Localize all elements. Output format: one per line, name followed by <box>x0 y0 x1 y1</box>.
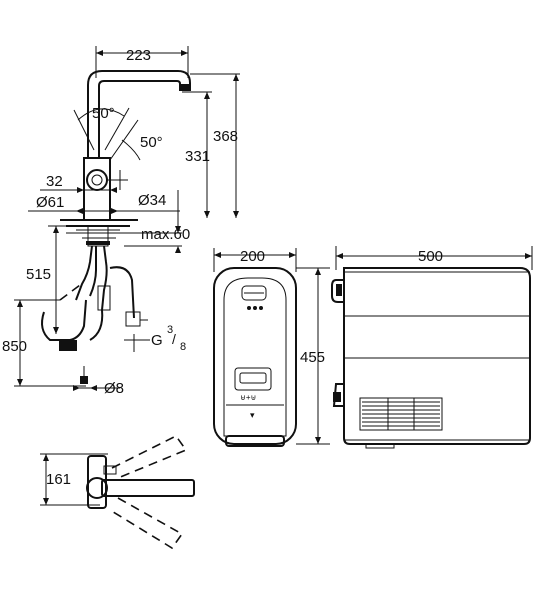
tap-top-view: 161 <box>40 434 195 550</box>
swing-height-label: 161 <box>46 471 71 488</box>
angle-side-label: 50° <box>140 134 163 151</box>
boiler-width-label: 200 <box>240 248 265 265</box>
angle-top-label: 50° <box>92 105 115 122</box>
under-length-label: 850 <box>2 338 27 355</box>
tap-width-label: 223 <box>126 47 151 64</box>
drop-glyph: ▾ <box>250 410 255 420</box>
boiler-front-view: 200 ⊎+⊎ ▾ 455 <box>213 248 330 447</box>
thread-slash: / <box>172 331 176 347</box>
base-diameter-label: Ø61 <box>36 194 64 211</box>
lever-width-label: 32 <box>46 173 63 190</box>
boiler-height-label: 455 <box>300 349 325 366</box>
thread-den-label: 8 <box>180 341 186 353</box>
boiler-depth-label: 500 <box>418 248 443 265</box>
tap-front-view: 223 368 331 50° 50° 32 Ø6 <box>2 46 240 397</box>
hole-diameter-label: Ø34 <box>138 192 166 209</box>
hose-length-label: 515 <box>26 266 51 283</box>
thread-g-label: G <box>151 332 163 349</box>
max-thickness-label: max.60 <box>141 226 190 243</box>
boiler-button-label: ⊎+⊎ <box>240 393 256 402</box>
thread-num-label: 3 <box>167 324 173 336</box>
tap-spout-height-label: 331 <box>185 148 210 165</box>
boiler-side-view: 500 <box>331 246 533 449</box>
pipe-diameter-label: Ø8 <box>104 380 124 397</box>
tap-total-height-label: 368 <box>213 128 238 145</box>
